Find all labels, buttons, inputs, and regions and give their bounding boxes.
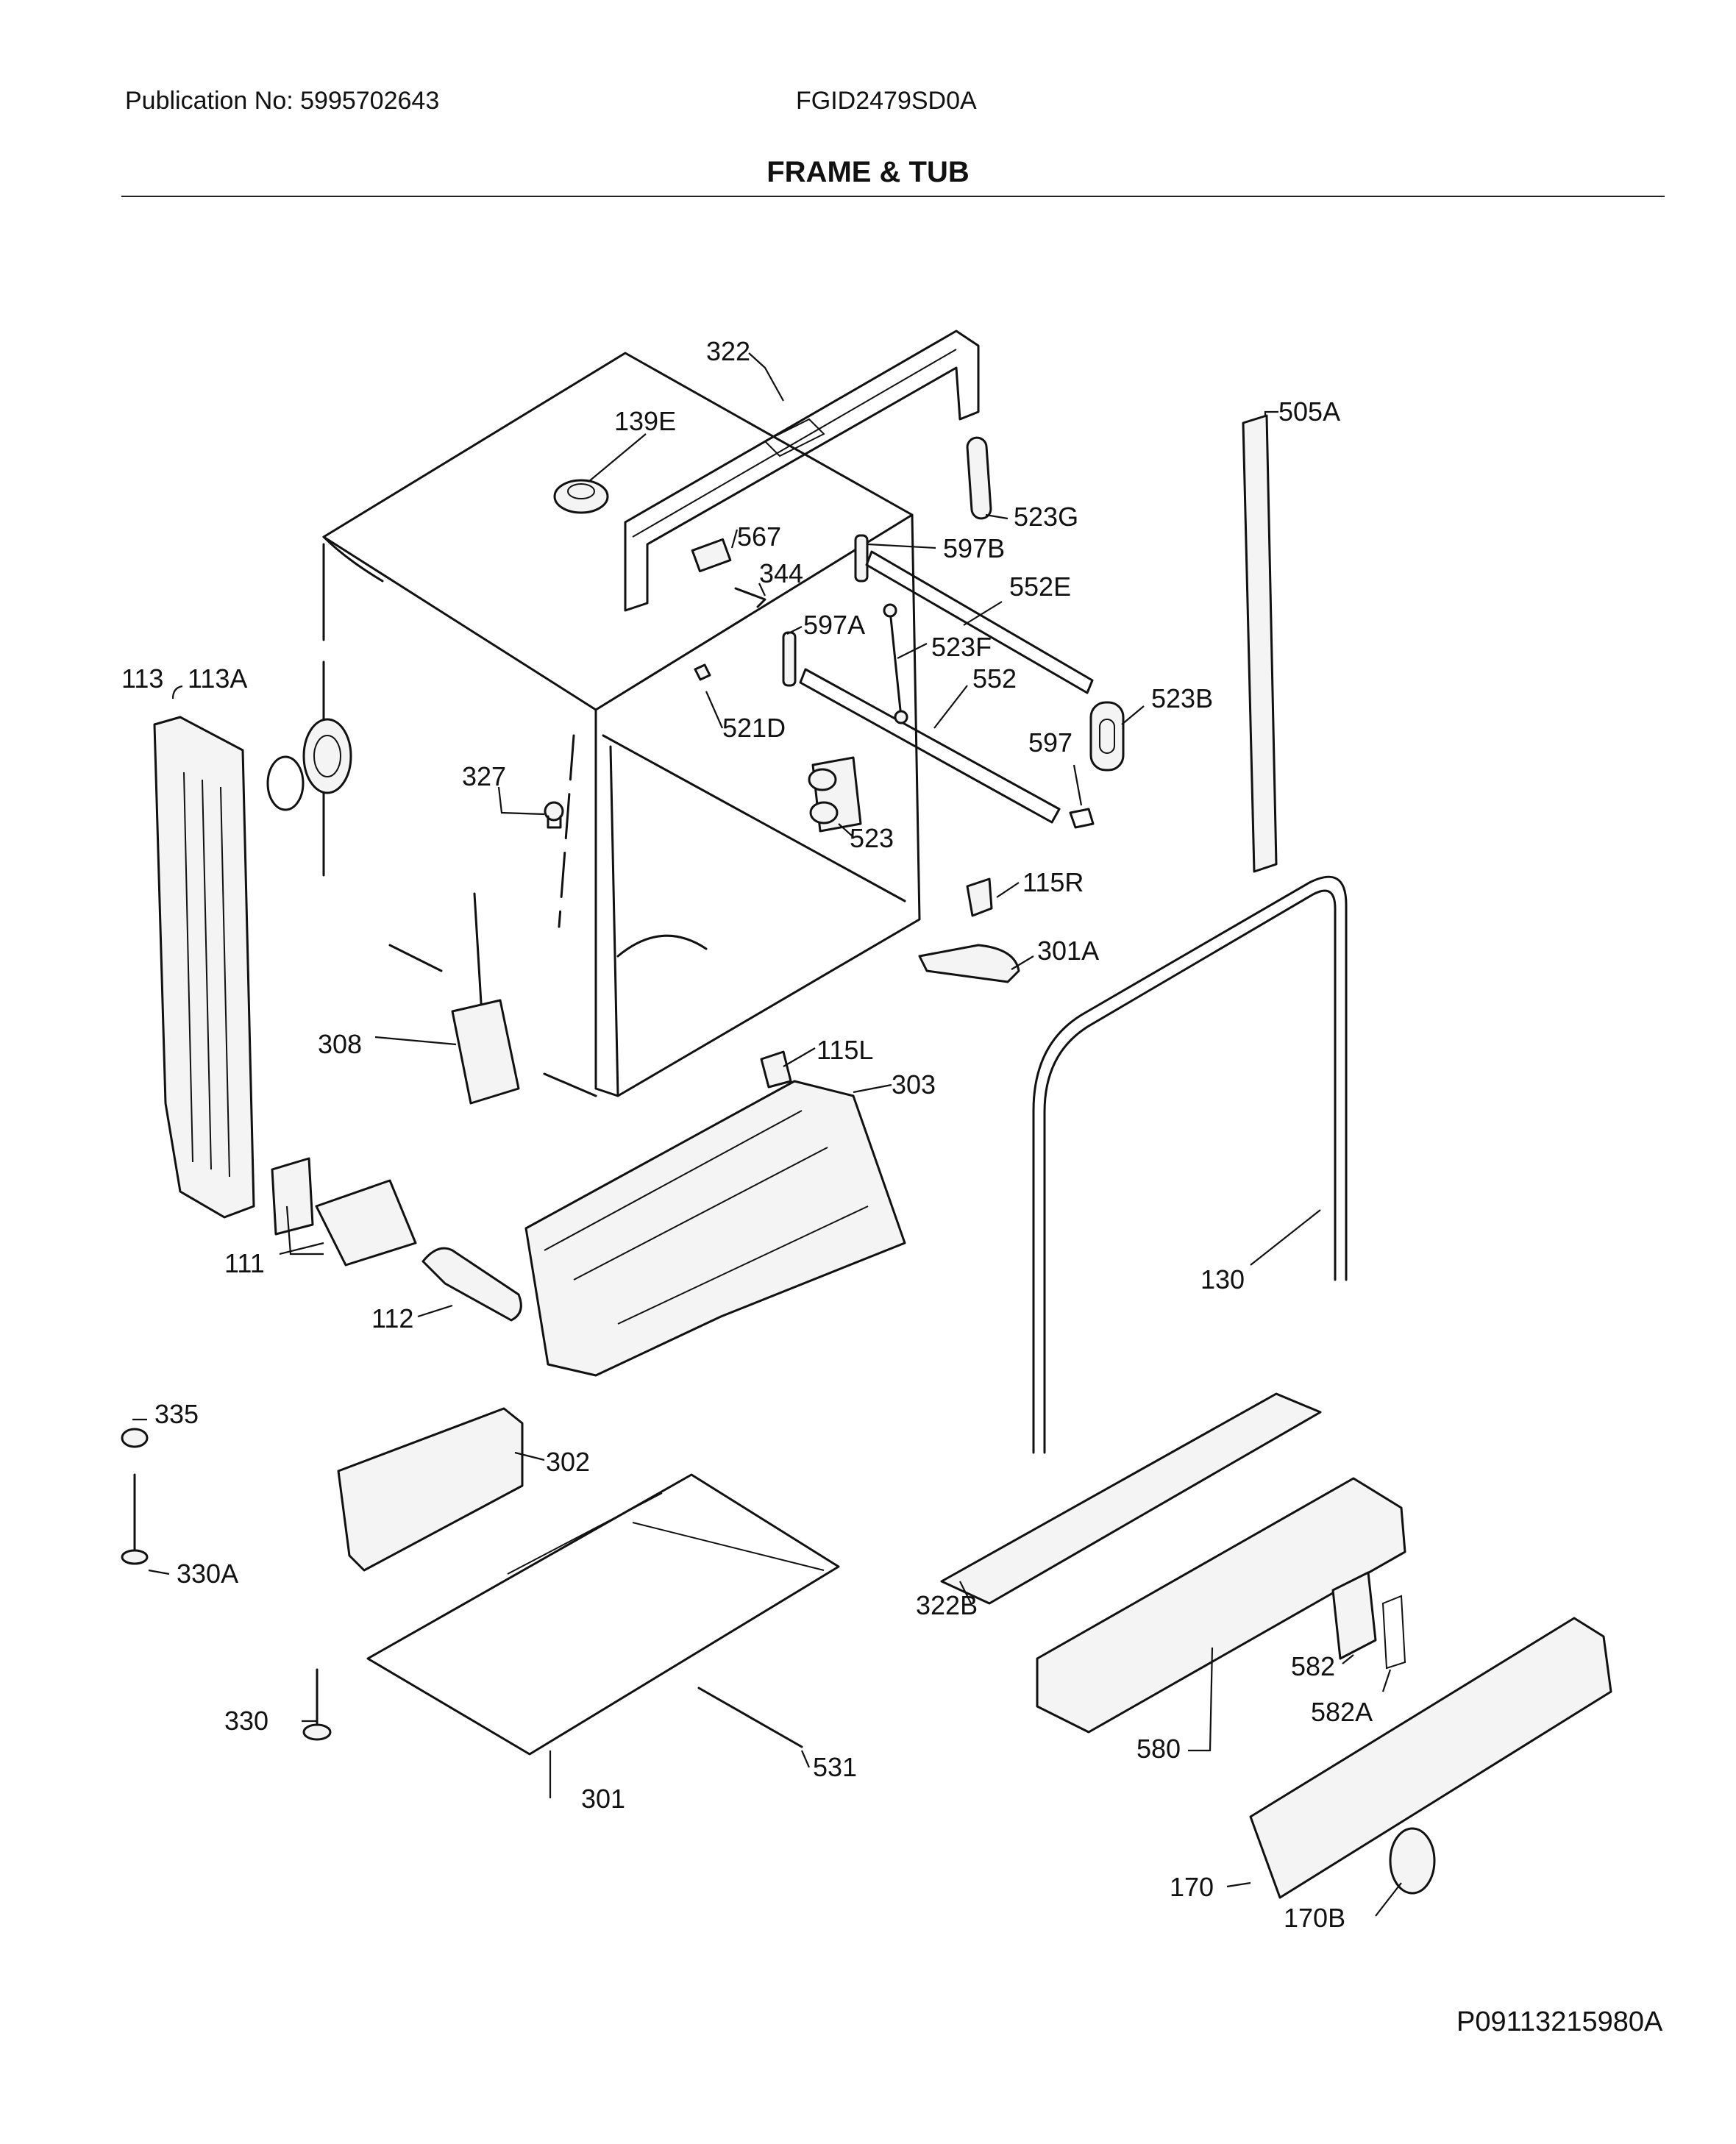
model-number: FGID2479SD0A bbox=[796, 87, 977, 115]
part-113-side-panel bbox=[153, 716, 255, 1219]
callout-582A: 582A bbox=[1311, 1697, 1373, 1727]
section-title: FRAME & TUB bbox=[766, 156, 970, 188]
part-111-pump bbox=[271, 1157, 417, 1267]
part-115R bbox=[966, 877, 993, 917]
part-303-base bbox=[524, 1080, 906, 1377]
callout-523: 523 bbox=[850, 823, 894, 853]
callout-344: 344 bbox=[759, 558, 803, 588]
callout-115L: 115L bbox=[817, 1035, 873, 1065]
callout-521D: 521D bbox=[722, 713, 786, 743]
callout-labels: 113 113A 139E 322 505A 567 523G 597B 344… bbox=[121, 336, 1373, 1933]
part-301A bbox=[918, 944, 1020, 983]
callout-597A: 597A bbox=[803, 610, 865, 640]
part-139E-vent bbox=[553, 479, 609, 514]
part-505A-strip bbox=[1242, 414, 1278, 873]
part-523F bbox=[889, 609, 903, 719]
publication-number: Publication No: 5995702643 bbox=[125, 87, 440, 115]
callout-301A: 301A bbox=[1037, 936, 1099, 966]
part-523-ports bbox=[808, 756, 862, 833]
header-rule bbox=[121, 196, 1665, 197]
callout-597: 597 bbox=[1028, 727, 1072, 758]
callout-111: 111 bbox=[224, 1248, 265, 1278]
part-308-hinge bbox=[388, 892, 520, 1105]
callout-523F: 523F bbox=[931, 632, 992, 662]
callout-523B: 523B bbox=[1151, 683, 1213, 713]
part-330-screw bbox=[302, 1668, 332, 1741]
callout-113A: 113A bbox=[188, 663, 247, 694]
part-327 bbox=[544, 801, 564, 829]
callout-301: 301 bbox=[581, 1784, 625, 1814]
callout-552E: 552E bbox=[1009, 571, 1071, 602]
part-344 bbox=[734, 587, 766, 608]
part-112-hose bbox=[421, 1247, 522, 1322]
part-322B bbox=[940, 1392, 1322, 1605]
part-170-panel bbox=[1249, 1617, 1612, 1899]
callout-330: 330 bbox=[224, 1706, 268, 1736]
callout-308: 308 bbox=[318, 1029, 362, 1059]
part-597A bbox=[782, 631, 797, 687]
part-521D bbox=[694, 663, 711, 681]
part-335-nut bbox=[121, 1428, 149, 1448]
part-115L bbox=[760, 1050, 792, 1089]
callout-582: 582 bbox=[1291, 1651, 1335, 1681]
callout-597B: 597B bbox=[943, 533, 1005, 563]
callout-170: 170 bbox=[1170, 1872, 1214, 1902]
part-582A bbox=[1381, 1595, 1406, 1670]
callout-523G: 523G bbox=[1014, 502, 1078, 532]
part-130-gasket bbox=[1032, 875, 1348, 1454]
part-582 bbox=[1331, 1571, 1377, 1660]
callout-580: 580 bbox=[1136, 1734, 1181, 1764]
part-597 bbox=[1069, 808, 1095, 829]
callout-115R: 115R bbox=[1022, 867, 1084, 897]
part-567 bbox=[691, 538, 732, 573]
callout-303: 303 bbox=[892, 1069, 936, 1100]
callout-113: 113 bbox=[121, 663, 163, 694]
callout-505A: 505A bbox=[1278, 396, 1340, 427]
callout-130: 130 bbox=[1200, 1264, 1245, 1294]
callout-531: 531 bbox=[813, 1752, 857, 1782]
callout-335: 335 bbox=[154, 1399, 199, 1429]
leader-lines bbox=[132, 352, 1402, 1917]
part-523B bbox=[1089, 701, 1125, 772]
part-170B-handle bbox=[1389, 1827, 1436, 1895]
callout-552: 552 bbox=[972, 663, 1017, 694]
callout-567: 567 bbox=[737, 521, 781, 552]
callout-170B: 170B bbox=[1284, 1903, 1345, 1933]
document-id: P09113215980A bbox=[1456, 2006, 1663, 2037]
part-531-rod bbox=[697, 1687, 803, 1748]
callout-327: 327 bbox=[462, 761, 506, 791]
part-580 bbox=[1036, 1477, 1406, 1734]
part-523G bbox=[966, 436, 992, 520]
callout-330A: 330A bbox=[177, 1559, 238, 1589]
part-113A-seal bbox=[266, 718, 352, 811]
part-301-tray bbox=[366, 1473, 840, 1756]
part-597B bbox=[854, 534, 869, 583]
part-552E-rail bbox=[865, 550, 1094, 694]
part-330A-screw bbox=[121, 1473, 149, 1565]
tub bbox=[322, 352, 921, 1097]
callout-139E: 139E bbox=[614, 406, 676, 436]
part-302 bbox=[337, 1407, 524, 1572]
callout-322: 322 bbox=[706, 336, 750, 366]
part-322-top-rail bbox=[624, 330, 980, 612]
callout-322B: 322B bbox=[916, 1590, 978, 1620]
callout-302: 302 bbox=[546, 1447, 590, 1477]
part-552-rail bbox=[799, 668, 1061, 824]
callout-112: 112 bbox=[371, 1303, 413, 1333]
